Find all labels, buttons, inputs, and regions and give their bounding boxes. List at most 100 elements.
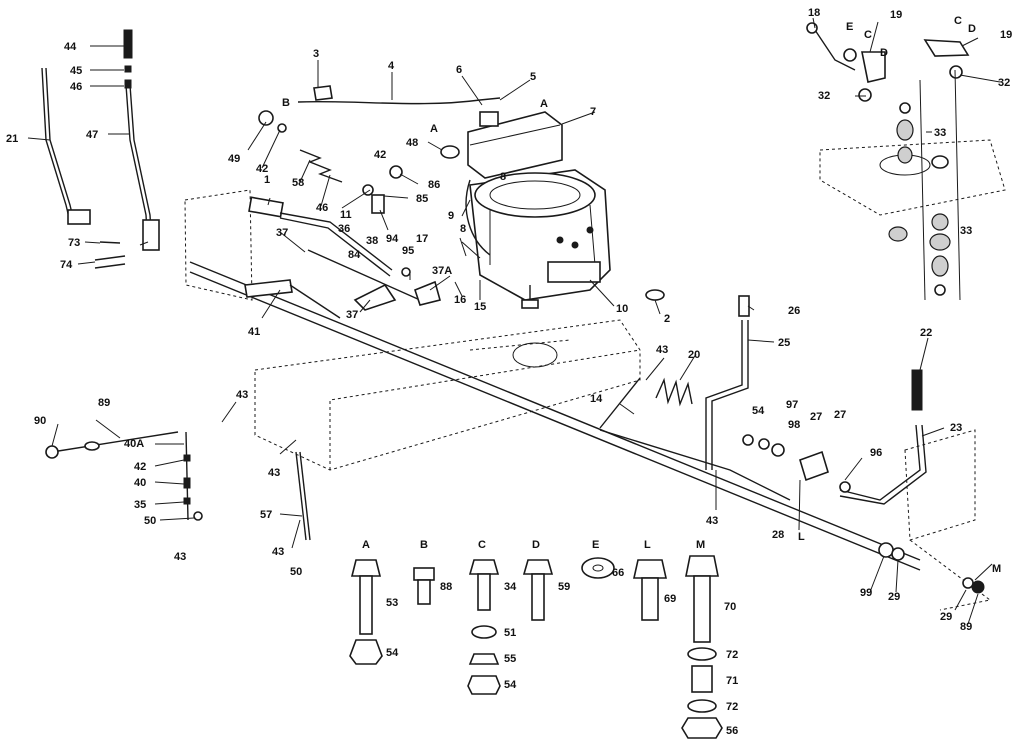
rod-36 <box>307 249 421 301</box>
hw-66: 66 <box>612 567 624 579</box>
callout-42-c: 42 <box>134 461 146 473</box>
callout-40a: 40A <box>124 438 144 450</box>
callout-85: 85 <box>416 193 428 205</box>
callout-37a: 37A <box>432 265 452 277</box>
callout-9: 9 <box>448 210 454 222</box>
callout-36: 36 <box>338 223 350 235</box>
callout-16: 16 <box>454 294 466 306</box>
callout-5: 5 <box>530 71 536 83</box>
hw-54-b: 54 <box>504 679 517 691</box>
callout-33-b: 33 <box>960 225 972 237</box>
callout-29-a: 29 <box>888 591 900 603</box>
hw-col-D: D <box>532 539 540 551</box>
callout-43-a: 43 <box>236 389 248 401</box>
callout-58: 58 <box>292 177 304 189</box>
callout-20: 20 <box>688 349 700 361</box>
callout-19-right: 19 <box>1000 29 1012 41</box>
callout-33-a: 33 <box>934 127 946 139</box>
callout-27-a: 27 <box>810 411 822 423</box>
hw-88: 88 <box>440 581 452 593</box>
callout-26: 26 <box>788 305 800 317</box>
axle-bar <box>189 261 921 571</box>
lift-lever-47 <box>123 29 160 251</box>
callout-E: E <box>846 21 853 33</box>
lift-handle-1 <box>248 196 393 277</box>
callout-43-e: 43 <box>268 467 280 479</box>
callout-21: 21 <box>6 133 18 145</box>
callout-74: 74 <box>60 259 73 271</box>
callout-23: 23 <box>950 422 962 434</box>
callout-48: 48 <box>406 137 418 149</box>
callout-40: 40 <box>134 477 146 489</box>
callout-84: 84 <box>348 249 361 261</box>
callout-41: 41 <box>248 326 260 338</box>
leader-lines <box>27 17 1001 625</box>
hw-col-L: L <box>644 539 651 551</box>
callout-43-f: 43 <box>272 546 284 558</box>
hw-72-b: 72 <box>726 701 738 713</box>
callout-54: 54 <box>752 405 765 417</box>
callout-D-right: D <box>968 23 976 35</box>
callout-95: 95 <box>402 245 414 257</box>
callout-C-right: C <box>954 15 962 27</box>
callout-97: 97 <box>786 399 798 411</box>
callout-17: 17 <box>416 233 428 245</box>
callout-96: 96 <box>870 447 882 459</box>
callout-3: 3 <box>313 48 319 60</box>
hw-col-A: A <box>362 539 370 551</box>
hw-72-a: 72 <box>726 649 738 661</box>
callout-22: 22 <box>920 327 932 339</box>
callout-2: 2 <box>664 313 670 325</box>
callout-1: 1 <box>264 174 270 186</box>
hw-34: 34 <box>504 581 517 593</box>
callout-7: 7 <box>590 106 596 118</box>
callout-8-top: 8 <box>500 171 506 183</box>
callout-37-b: 37 <box>346 309 358 321</box>
callout-11: 11 <box>340 209 352 221</box>
callout-98: 98 <box>788 419 800 431</box>
hardware-chart <box>349 555 723 739</box>
mount-stack-33 <box>858 69 961 301</box>
callout-44: 44 <box>64 41 77 53</box>
lift-lever-21 <box>41 67 91 225</box>
rod-14 <box>599 377 641 429</box>
callout-86: 86 <box>428 179 440 191</box>
callout-L: L <box>798 531 805 543</box>
callout-46-b: 46 <box>316 202 328 214</box>
callout-73: 73 <box>68 237 80 249</box>
hw-56: 56 <box>726 725 738 737</box>
callout-29-b: 29 <box>940 611 952 623</box>
throttle-cable <box>297 85 501 105</box>
callout-6: 6 <box>456 64 462 76</box>
washers-97-98 <box>742 434 851 493</box>
callout-38: 38 <box>366 235 378 247</box>
callout-27-b: 27 <box>834 409 846 421</box>
callout-43-c: 43 <box>656 344 668 356</box>
callout-28: 28 <box>772 529 784 541</box>
fuel-tank <box>440 111 563 179</box>
hw-53: 53 <box>386 597 398 609</box>
hw-51: 51 <box>504 627 516 639</box>
callout-57: 57 <box>260 509 272 521</box>
lever-23 <box>839 369 927 505</box>
callout-50-a: 50 <box>144 515 156 527</box>
hw-col-E: E <box>592 539 599 551</box>
callout-50-b: 50 <box>290 566 302 578</box>
hw-70: 70 <box>724 601 736 613</box>
callout-10: 10 <box>616 303 628 315</box>
callout-49: 49 <box>228 153 240 165</box>
hw-59: 59 <box>558 581 570 593</box>
callout-15: 15 <box>474 301 486 313</box>
shift-lever-25 <box>705 295 750 470</box>
small-hardware-42-49 <box>258 110 403 214</box>
callout-94: 94 <box>386 233 399 245</box>
callout-45: 45 <box>70 65 82 77</box>
callout-14: 14 <box>590 393 603 405</box>
hw-71: 71 <box>726 675 738 687</box>
hw-col-C: C <box>478 539 486 551</box>
callout-89: 89 <box>98 397 110 409</box>
callout-A-top: A <box>540 98 548 110</box>
clutch-lever-41 <box>244 279 341 319</box>
